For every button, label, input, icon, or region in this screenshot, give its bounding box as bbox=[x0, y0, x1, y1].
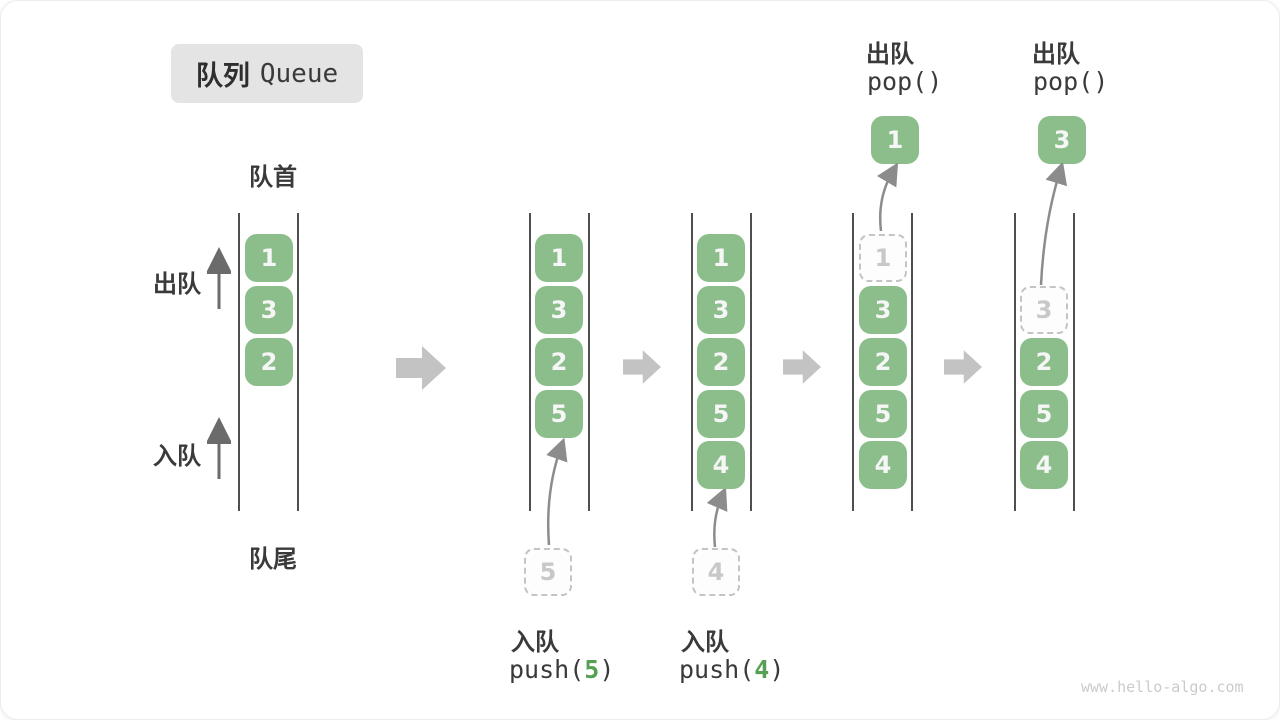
popped-item-ghost: 3 bbox=[1020, 286, 1068, 334]
enqueue-curve-arrow-icon bbox=[546, 437, 568, 546]
queue-item: 4 bbox=[1020, 441, 1068, 489]
queue-item: 2 bbox=[859, 338, 907, 386]
enqueue-up-arrow-icon bbox=[207, 417, 231, 479]
enqueue-op-label: 入队 bbox=[681, 628, 729, 656]
queue-item: 1 bbox=[697, 234, 745, 282]
queue-rear-label: 队尾 bbox=[249, 545, 297, 573]
queue-column-1 bbox=[238, 213, 299, 511]
code-pre: push( bbox=[679, 655, 755, 684]
transition-arrow-icon bbox=[944, 350, 982, 384]
popped-item: 1 bbox=[871, 116, 919, 164]
dequeue-label: 出队 bbox=[153, 270, 201, 298]
queue-item: 3 bbox=[245, 286, 293, 334]
enqueue-label: 入队 bbox=[153, 442, 201, 470]
transition-arrow-icon bbox=[783, 350, 821, 384]
queue-item: 5 bbox=[697, 390, 745, 438]
dequeue-curve-arrow-icon bbox=[1039, 163, 1068, 286]
queue-column-5 bbox=[1014, 213, 1075, 511]
code-pre: push( bbox=[509, 655, 585, 684]
queue-item: 5 bbox=[535, 390, 583, 438]
enqueue-op-code: push(4) bbox=[679, 655, 784, 684]
enqueue-curve-arrow-icon bbox=[706, 489, 728, 548]
queue-column-2 bbox=[529, 213, 590, 511]
queue-item: 2 bbox=[245, 338, 293, 386]
code-arg: 5 bbox=[584, 655, 600, 684]
queue-item: 5 bbox=[859, 390, 907, 438]
enqueue-op-code: push(5) bbox=[509, 655, 614, 684]
dequeue-op-code: pop() bbox=[1033, 67, 1109, 96]
queue-front-label: 队首 bbox=[249, 163, 297, 191]
transition-arrow-icon bbox=[623, 350, 661, 384]
queue-item: 3 bbox=[697, 286, 745, 334]
dequeue-curve-arrow-icon bbox=[876, 163, 899, 232]
incoming-item-ghost: 5 bbox=[524, 548, 572, 596]
queue-item: 2 bbox=[1020, 338, 1068, 386]
title-badge: 队列 Queue bbox=[171, 44, 363, 103]
queue-item: 4 bbox=[859, 441, 907, 489]
queue-item: 3 bbox=[859, 286, 907, 334]
queue-item: 4 bbox=[697, 441, 745, 489]
code-post: ) bbox=[769, 655, 785, 684]
code-arg: 4 bbox=[754, 655, 770, 684]
queue-item: 1 bbox=[245, 234, 293, 282]
queue-item: 5 bbox=[1020, 390, 1068, 438]
transition-arrow-icon bbox=[396, 346, 446, 390]
watermark: www.hello-algo.com bbox=[1081, 678, 1244, 696]
dequeue-op-label: 出队 bbox=[1032, 40, 1080, 68]
queue-item: 3 bbox=[535, 286, 583, 334]
queue-column-3 bbox=[691, 213, 752, 511]
title-en: Queue bbox=[259, 58, 339, 89]
dequeue-up-arrow-icon bbox=[207, 247, 231, 309]
popped-item: 3 bbox=[1038, 116, 1086, 164]
incoming-item-ghost: 4 bbox=[692, 548, 740, 596]
code-post: ) bbox=[599, 655, 615, 684]
title-zh: 队列 bbox=[195, 61, 250, 92]
queue-item: 2 bbox=[535, 338, 583, 386]
enqueue-op-label: 入队 bbox=[511, 628, 559, 656]
dequeue-op-code: pop() bbox=[867, 67, 943, 96]
queue-item: 2 bbox=[697, 338, 745, 386]
queue-item: 1 bbox=[535, 234, 583, 282]
popped-item-ghost: 1 bbox=[859, 234, 907, 282]
queue-column-4 bbox=[852, 213, 913, 511]
dequeue-op-label: 出队 bbox=[866, 40, 914, 68]
